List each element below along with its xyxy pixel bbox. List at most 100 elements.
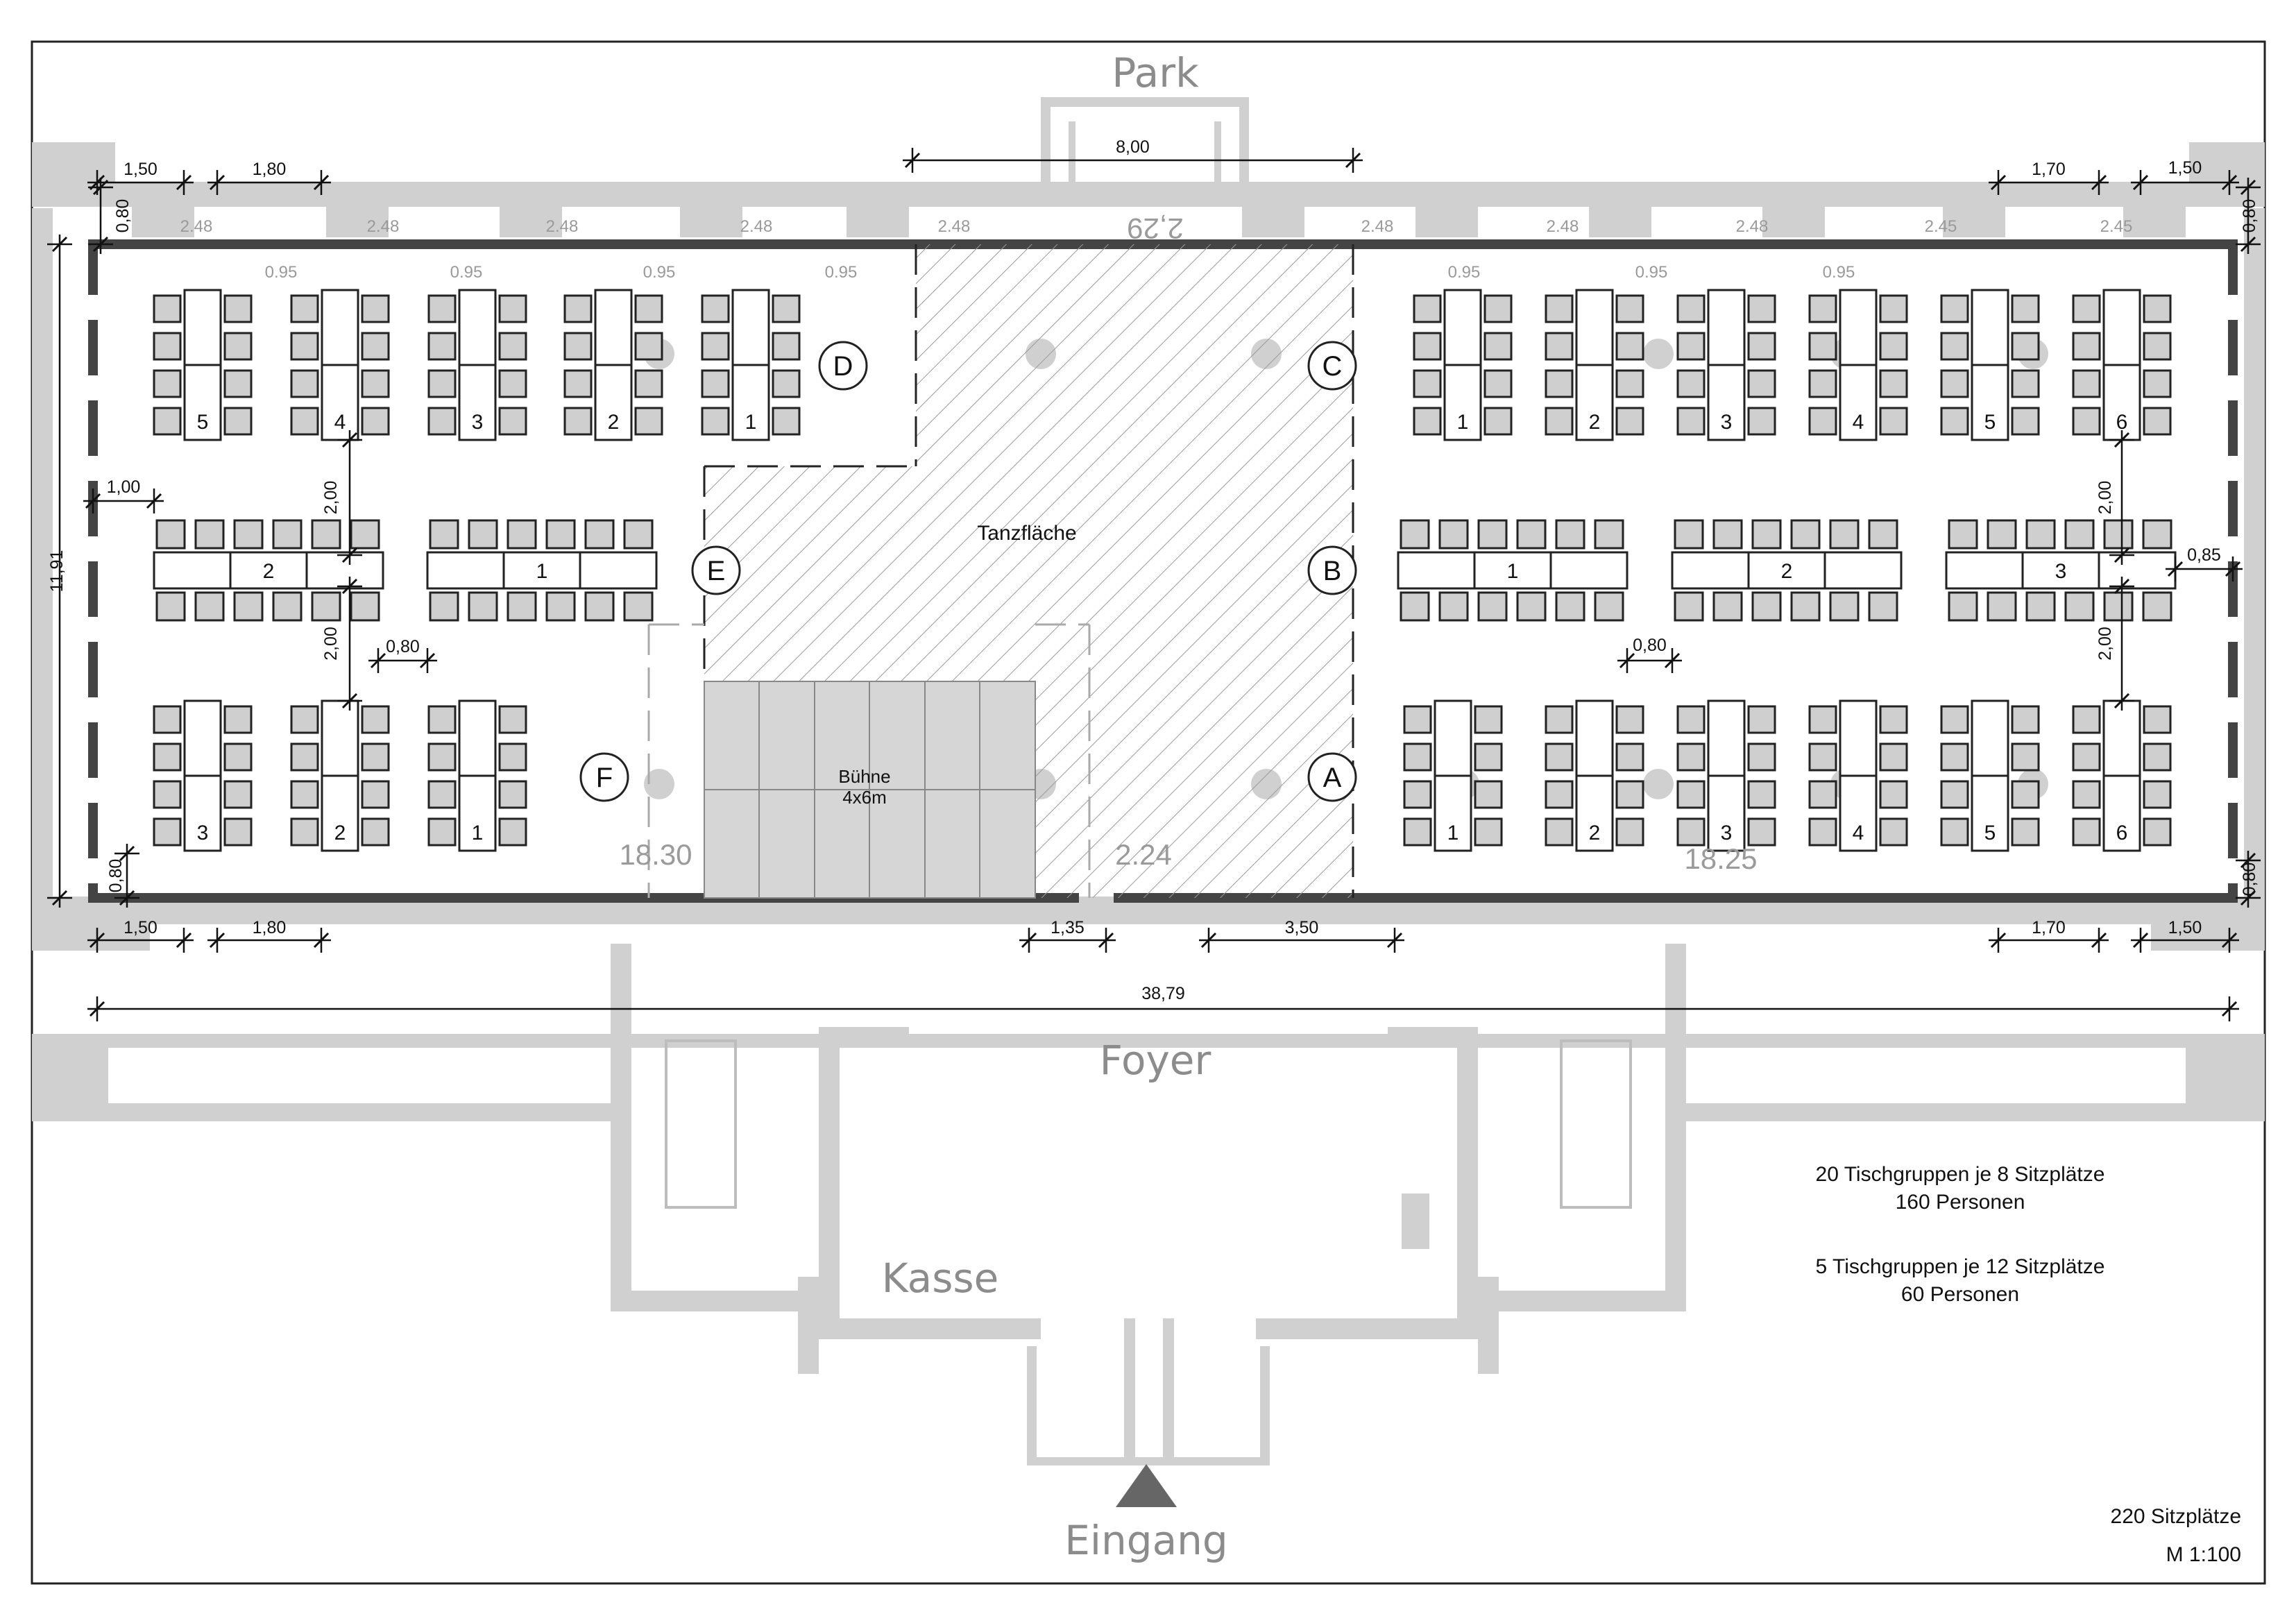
pier-width-dim: 0.95 [1635,263,1668,282]
table-group-8: 3 [1676,289,1776,441]
svg-text:C: C [1323,351,1343,382]
table-group-8: 4 [290,289,390,441]
pier-width-dim: 0.95 [265,263,298,282]
chair [2103,519,2134,550]
chair [2072,780,2101,809]
table-number: 5 [197,411,209,434]
chair [1676,332,1706,361]
chair [194,519,225,550]
chair [1555,591,1585,622]
chair [1879,369,1908,398]
chair [311,519,341,550]
chair [1940,332,1969,361]
table-number: 3 [197,822,209,844]
chair [1403,780,1432,809]
chair [2143,332,2172,361]
chair [545,591,576,622]
svg-text:1,70: 1,70 [2032,918,2066,937]
summary-line-1: 20 Tischgruppen je 8 Sitzplätze [1816,1163,2105,1186]
chair [1676,705,1706,734]
chair [2011,369,2040,398]
table-group-8: 5 [1940,699,2040,852]
chair [507,519,537,550]
table-group-8: 3 [427,289,527,441]
table-group-8: 6 [2072,289,2172,441]
chair [623,519,654,550]
table-group-12: 2 [153,519,384,622]
chair [563,332,593,361]
seats-total: 220 Sitzplätze [2111,1505,2241,1528]
chair [1403,705,1432,734]
chair [1438,591,1469,622]
dim-bot-right-1: 1,70 [1989,918,2109,953]
chair [2072,294,2101,323]
chair [1483,407,1513,436]
chair [1615,817,1644,847]
chair [1808,369,1837,398]
room-length-center: 2.24 [1115,838,1172,871]
zone-marker-e: E [691,545,741,595]
chair [1474,742,1503,772]
chair [1808,407,1837,436]
table-number: 1 [1447,822,1459,844]
wall-bay-dim: 2.45 [2100,217,2133,236]
table-number: 2 [334,822,346,844]
chair [1940,780,1969,809]
svg-text:2,00: 2,00 [321,481,341,515]
chair [361,332,390,361]
chair [272,591,303,622]
summary-line-4: 60 Personen [1901,1283,2019,1306]
chair [361,407,390,436]
chair [701,407,730,436]
plan-scale: M 1:100 [2166,1543,2241,1566]
table-group-8: 3 [1676,699,1776,852]
chair [772,294,801,323]
chair [1747,742,1776,772]
table-group-8: 1 [1403,699,1503,852]
zone-marker-b: B [1307,545,1357,595]
chair [2072,332,2101,361]
chair [1413,332,1442,361]
table-number: 4 [1853,411,1864,434]
chair [2011,780,2040,809]
chair [290,780,319,809]
svg-text:0,80: 0,80 [1633,636,1667,655]
table-group-8: 6 [2072,699,2172,852]
dim-right-gap: 0,85 [2166,545,2243,581]
chair [153,332,182,361]
svg-text:0,80: 0,80 [386,637,420,656]
chair [498,294,527,323]
chair [153,294,182,323]
chair [1879,817,1908,847]
table-group-8: 1 [427,699,527,852]
chair [507,591,537,622]
room-label-eingang: Eingang [1064,1517,1227,1564]
chair [155,591,186,622]
chair [290,332,319,361]
svg-text:1,70: 1,70 [2032,160,2066,179]
chair [427,369,457,398]
table-group-8: 3 [153,699,253,852]
dim-bot-left-1: 1,50 [87,918,194,953]
stage-title: Bühne [838,766,890,787]
chair [2011,742,2040,772]
dance-floor-area [704,244,1353,898]
chair [153,705,182,734]
chair [1808,742,1837,772]
room-label-kasse: Kasse [882,1255,999,1302]
chair [1879,332,1908,361]
chair [290,817,319,847]
chair [290,705,319,734]
chair [1594,519,1624,550]
stage-size: 4x6m [842,787,887,808]
chair [155,519,186,550]
summary-line-3: 5 Tischgruppen je 12 Sitzplätze [1816,1255,2105,1278]
chair [1808,294,1837,323]
dance-floor-label: Tanzfläche [977,522,1076,545]
dim-top-right-2: 1,50 [2131,158,2239,195]
chair [2143,817,2172,847]
chair [2143,407,2172,436]
chair [311,591,341,622]
